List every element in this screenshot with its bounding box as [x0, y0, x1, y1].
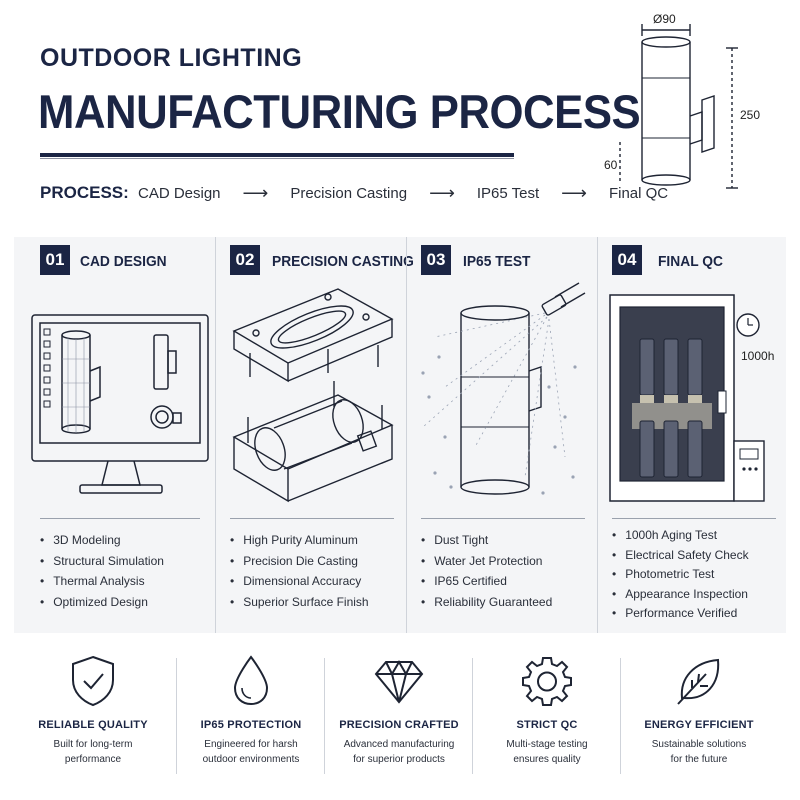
step-feature-list: Dust Tight Water Jet Protection IP65 Cer… [421, 530, 552, 612]
list-item: Optimized Design [40, 592, 164, 613]
step-title: CAD DESIGN [80, 253, 167, 270]
dim-diameter: Ø90 [653, 12, 676, 26]
list-item: Water Jet Protection [421, 551, 552, 572]
feature-description: Advanced manufacturing for superior prod… [343, 739, 455, 765]
feature-divider [620, 658, 621, 774]
dim-height: 250 [740, 108, 761, 122]
divider [612, 518, 776, 519]
water-spray-test-icon [421, 282, 586, 495]
list-item: IP65 Certified [421, 571, 552, 592]
divider [230, 518, 394, 519]
list-item: Appearance Inspection [612, 585, 749, 605]
list-item: Thermal Analysis [40, 571, 164, 592]
fixture-dimension-drawing: Ø90 250 60 [590, 8, 770, 198]
step-title: FINAL QC [658, 253, 723, 270]
list-item: Performance Verified [612, 604, 749, 624]
step-number: 04 [612, 245, 642, 275]
flow-arrow-icon: ⟶ [429, 182, 455, 203]
feature-title: STRICT QC [516, 719, 578, 731]
list-item: Photometric Test [612, 565, 749, 585]
step-number: 02 [230, 245, 260, 275]
feature-divider [176, 658, 177, 774]
flow-step-casting: Precision Casting [290, 184, 408, 202]
process-flow: PROCESS: CAD Design ⟶ Precision Casting … [40, 180, 668, 206]
divider [40, 518, 200, 519]
list-item: 3D Modeling [40, 530, 164, 551]
leaf-icon [677, 658, 720, 705]
feature-title: PRECISION CRAFTED [339, 719, 459, 731]
step-title: IP65 TEST [463, 253, 531, 270]
list-item: Dust Tight [421, 530, 552, 551]
feature-reliable-quality: RELIABLE QUALITY Built for long-term per… [18, 646, 168, 786]
feature-title: ENERGY EFFICIENT [644, 719, 754, 731]
step-feature-list: 3D Modeling Structural Simulation Therma… [40, 530, 164, 612]
dim-mount: 60 [604, 158, 618, 172]
panel-divider [597, 237, 598, 633]
feature-ip65-protection: IP65 PROTECTION Engineered for harsh out… [176, 646, 326, 786]
process-label: PROCESS: [40, 183, 129, 202]
step-ip65-test: 03 IP65 TEST [407, 237, 597, 633]
panel-divider [406, 237, 407, 633]
step-feature-list: High Purity Aluminum Precision Die Casti… [230, 530, 369, 613]
feature-precision-crafted: PRECISION CRAFTED Advanced manufacturing… [324, 646, 474, 786]
feature-description: Engineered for harsh outdoor environment… [202, 739, 300, 765]
feature-strict-qc: STRICT QC Multi-stage testing ensures qu… [472, 646, 622, 786]
feature-energy-efficient: ENERGY EFFICIENT Sustainable solutions f… [624, 646, 774, 786]
title-underline-thin [40, 158, 514, 159]
diamond-icon [374, 660, 424, 704]
wall-light-drawing-icon [619, 24, 738, 189]
feature-strip: RELIABLE QUALITY Built for long-term per… [14, 646, 786, 786]
title-underline [40, 153, 514, 157]
list-item: 1000h Aging Test [612, 526, 749, 546]
step-number: 01 [40, 245, 70, 275]
feature-description: Built for long-term performance [53, 739, 133, 765]
gear-icon [522, 657, 572, 706]
list-item: Dimensional Accuracy [230, 571, 369, 592]
step-final-qc: 04 FINAL QC 1000h [598, 237, 786, 633]
feature-title: RELIABLE QUALITY [38, 719, 148, 731]
water-drop-icon [233, 655, 269, 706]
casting-mold-icon [232, 288, 394, 503]
page-title: MANUFACTURING PROCESS [38, 85, 641, 138]
feature-title: IP65 PROTECTION [200, 719, 302, 731]
list-item: Electrical Safety Check [612, 546, 748, 566]
feature-description: Multi-stage testing ensures quality [506, 739, 588, 765]
feature-description: Sustainable solutions for the future [651, 739, 747, 765]
list-item: Superior Surface Finish [230, 592, 368, 613]
aging-chamber-icon [609, 294, 765, 502]
flow-step-cad: CAD Design [138, 184, 221, 202]
step-cad-design: 01 CAD DESIGN [14, 237, 214, 633]
divider [421, 518, 585, 519]
aging-hours-label: 1000h [741, 349, 775, 363]
process-steps: 01 CAD DESIGN [14, 237, 786, 633]
step-precision-casting: 02 PRECISION CASTING [216, 237, 414, 633]
flow-arrow-icon: ⟶ [242, 182, 269, 203]
step-feature-list: 1000h Aging Test Electrical Safety Check… [612, 526, 749, 624]
step-title: PRECISION CASTING [272, 253, 414, 270]
list-item: Precision Die Casting [230, 551, 369, 572]
shield-check-icon [72, 655, 114, 707]
feature-divider [324, 658, 325, 774]
flow-step-ip65: IP65 Test [476, 184, 540, 202]
list-item: High Purity Aluminum [230, 530, 369, 551]
flow-step-qc: Final QC [608, 184, 669, 202]
list-item: Structural Simulation [40, 551, 164, 572]
feature-divider [472, 658, 473, 774]
flow-arrow-icon: ⟶ [561, 182, 587, 203]
step-number: 03 [421, 245, 451, 275]
monitor-cad-icon [31, 314, 209, 494]
panel-divider [215, 237, 216, 633]
page-subtitle: OUTDOOR LIGHTING [40, 44, 303, 72]
list-item: Reliability Guaranteed [421, 592, 552, 613]
